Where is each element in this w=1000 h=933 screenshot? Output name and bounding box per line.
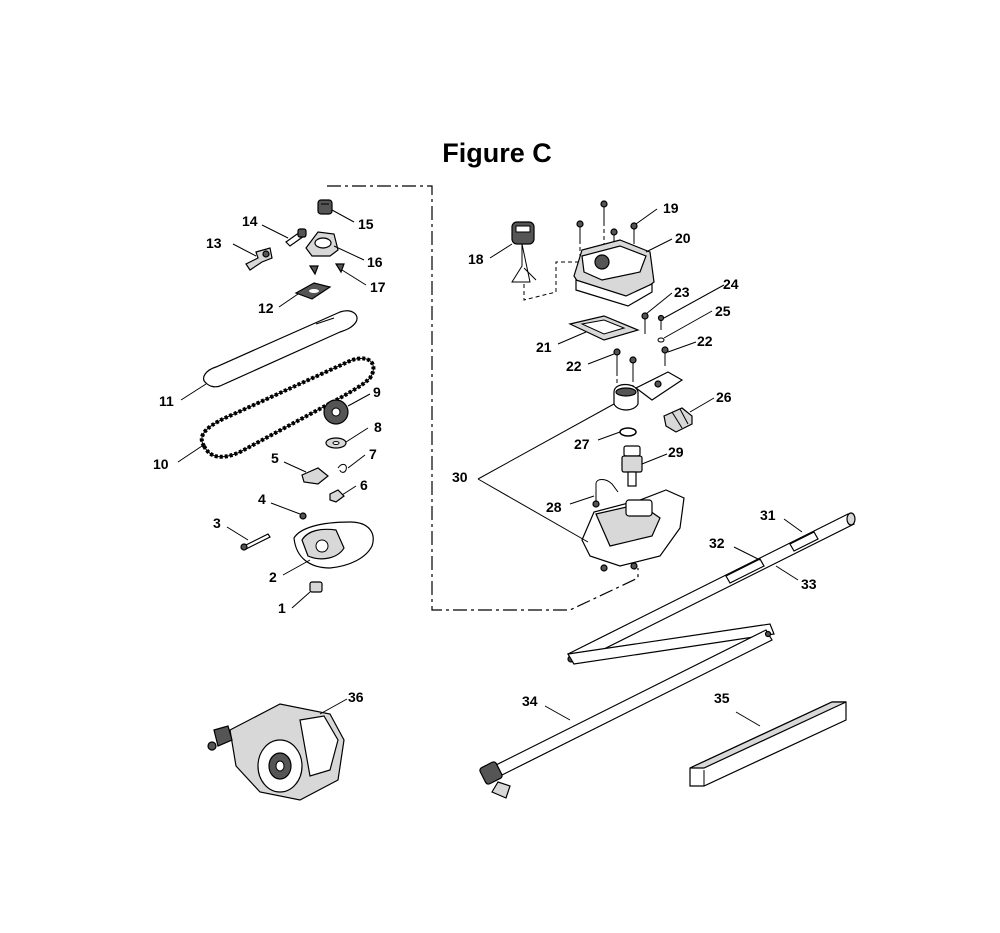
- part-34-lower-shaft: [479, 629, 773, 799]
- callout-12: 12: [258, 300, 274, 316]
- part-35-strip: [689, 701, 847, 787]
- part-14-screw: [285, 228, 307, 247]
- figure-title: Figure C: [442, 138, 552, 168]
- part-11-guide-bar: [203, 310, 358, 388]
- callout-15: 15: [358, 216, 374, 232]
- callout-6: 6: [360, 477, 368, 493]
- part-24-screw: [657, 314, 665, 330]
- part-27-o-ring: [619, 427, 637, 437]
- part-2-housing: [293, 521, 374, 569]
- part-6-nut: [329, 489, 345, 503]
- callout-36: 36: [348, 689, 364, 705]
- leader-lines: [177, 208, 803, 727]
- part-29-shaft: [621, 445, 643, 487]
- part-7-clip: [337, 463, 347, 473]
- callout-3: 3: [213, 515, 221, 531]
- callout-19: 19: [663, 200, 679, 216]
- callout-17: 17: [370, 279, 386, 295]
- part-15-nut: [317, 199, 333, 215]
- part-36-motor: [207, 703, 345, 801]
- part-18-oil-cap: [511, 221, 580, 301]
- part-3-bolt: [240, 533, 271, 551]
- callout-9: 9: [373, 384, 381, 400]
- callout-2: 2: [269, 569, 277, 585]
- part-5-plate: [301, 467, 329, 485]
- callout-32: 32: [709, 535, 725, 551]
- callout-4: 4: [258, 491, 266, 507]
- part-9-sprocket: [323, 399, 349, 425]
- callout-24: 24: [723, 276, 739, 292]
- part-17-screws: [308, 263, 345, 276]
- part-28-hose: [592, 479, 619, 508]
- callout-23: 23: [674, 284, 690, 300]
- part-33-label: [789, 531, 819, 552]
- callout-35: 35: [714, 690, 730, 706]
- callout-11: 11: [159, 393, 174, 409]
- part-13-tensioner: [245, 247, 273, 271]
- part-32-label: [725, 558, 765, 584]
- part-30-housing-lower: [581, 489, 685, 572]
- callout-labels: 1 2 3 4 5 6 7 8 9 10 11 12 13 14 15 16 1…: [153, 200, 817, 709]
- part-25-washer: [657, 337, 665, 343]
- part-4-pin: [299, 512, 307, 520]
- callout-33: 33: [801, 576, 817, 592]
- callout-30: 30: [452, 469, 468, 485]
- callout-5: 5: [271, 450, 279, 466]
- callout-18: 18: [468, 251, 484, 267]
- part-20-cover: [573, 239, 655, 307]
- callout-20: 20: [675, 230, 691, 246]
- callout-31: 31: [760, 507, 776, 523]
- callout-22a: 22: [566, 358, 582, 374]
- part-inner-shaft: [567, 623, 775, 665]
- callout-10: 10: [153, 456, 169, 472]
- part-30-housing-upper: [613, 371, 684, 411]
- callout-25: 25: [715, 303, 731, 319]
- callout-8: 8: [374, 419, 382, 435]
- callout-16: 16: [367, 254, 383, 270]
- part-8-washer: [325, 437, 347, 449]
- part-21-gasket: [568, 315, 640, 341]
- part-1-nut: [309, 581, 323, 593]
- callout-21: 21: [536, 339, 552, 355]
- group-outline: [327, 185, 639, 611]
- callout-14: 14: [242, 213, 258, 229]
- callout-34: 34: [522, 693, 538, 709]
- callout-7: 7: [369, 446, 377, 462]
- callout-22b: 22: [697, 333, 713, 349]
- callout-1: 1: [278, 600, 286, 616]
- part-23-bolt: [641, 312, 649, 334]
- part-10-chain: [199, 356, 376, 459]
- callout-28: 28: [546, 499, 562, 515]
- callout-26: 26: [716, 389, 732, 405]
- callout-27: 27: [574, 436, 590, 452]
- callout-29: 29: [668, 444, 684, 460]
- part-16-cover: [305, 231, 339, 257]
- part-26-bushing: [663, 407, 693, 433]
- part-12-plate: [294, 282, 332, 300]
- callout-13: 13: [206, 235, 222, 251]
